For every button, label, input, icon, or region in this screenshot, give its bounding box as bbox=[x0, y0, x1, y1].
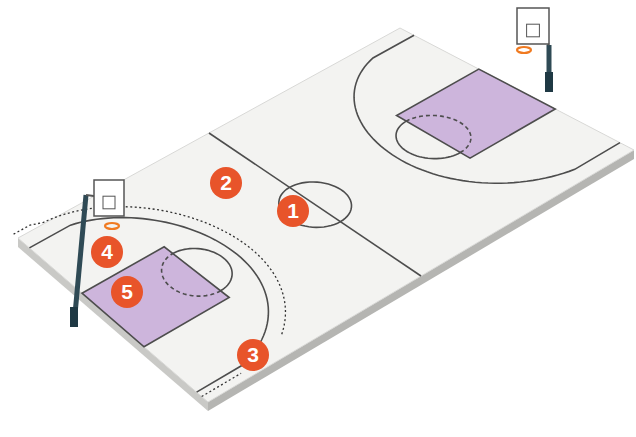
callout-circle bbox=[210, 167, 242, 199]
court-floor bbox=[18, 28, 634, 402]
center-line bbox=[209, 133, 421, 276]
basket-stand bbox=[517, 8, 553, 92]
court-lines bbox=[29, 35, 620, 392]
free-throw-circle bbox=[396, 121, 460, 158]
callout-circle bbox=[111, 276, 143, 308]
callout-number: 2 bbox=[210, 167, 242, 199]
callout-number: 1 bbox=[277, 195, 309, 227]
basket-stand bbox=[70, 180, 124, 327]
callout-number: 5 bbox=[111, 276, 143, 308]
callout-number: 4 bbox=[91, 236, 123, 268]
three-point-line bbox=[29, 218, 268, 393]
free-throw-circle bbox=[173, 248, 232, 290]
callout-circle bbox=[277, 195, 309, 227]
callout-number: 3 bbox=[237, 339, 269, 371]
free-throw-circle bbox=[162, 254, 221, 297]
three-point-line bbox=[354, 35, 620, 183]
callout-circle bbox=[91, 236, 123, 268]
free-throw-circle bbox=[406, 115, 471, 152]
dotted-zone-line bbox=[14, 207, 286, 397]
key-lane bbox=[397, 69, 556, 158]
callout-circle bbox=[237, 339, 269, 371]
